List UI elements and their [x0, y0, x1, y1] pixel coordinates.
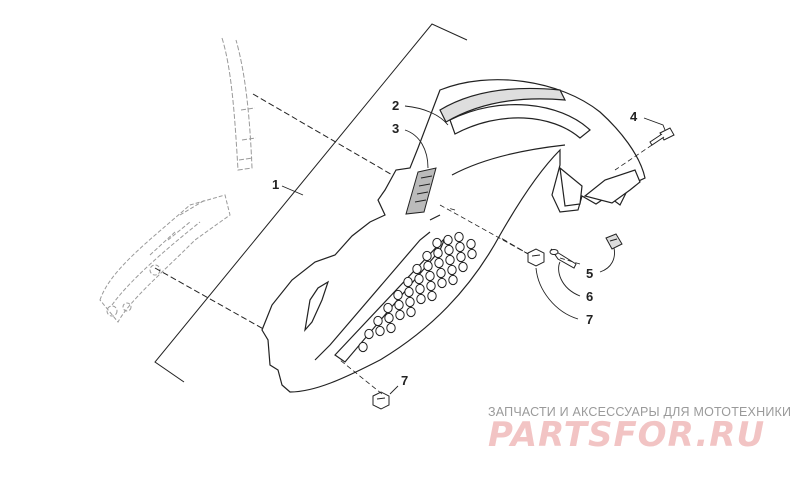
- ventilation-hole: [433, 247, 443, 259]
- watermark-tagline: ЗАПЧАСТИ И АКСЕССУАРЫ ДЛЯ МОТОТЕХНИКИ: [488, 405, 792, 419]
- ventilation-hole: [386, 322, 396, 334]
- ventilation-hole: [426, 280, 436, 292]
- ventilation-hole: [404, 286, 414, 298]
- ventilation-hole: [458, 261, 468, 273]
- ventilation-hole: [427, 290, 437, 302]
- callout-labels: 1 2 3 4 5 6 7 7: [272, 98, 638, 388]
- ventilation-holes: [358, 231, 477, 353]
- ventilation-hole: [434, 257, 444, 269]
- clip-nut: [605, 233, 623, 250]
- bolt-7-lower: [372, 391, 390, 410]
- ventilation-hole: [423, 260, 433, 272]
- ventilation-hole: [437, 277, 447, 289]
- leader-lines: [281, 105, 666, 395]
- ventilation-hole: [432, 237, 442, 249]
- ventilation-hole: [436, 267, 446, 279]
- ventilation-hole: [454, 231, 464, 243]
- ventilation-hole: [455, 241, 465, 253]
- ventilation-hole: [425, 270, 435, 282]
- ventilation-hole: [393, 289, 403, 301]
- ventilation-hole: [415, 283, 425, 295]
- frame-tube-ghost: [221, 37, 257, 171]
- ventilation-hole: [466, 238, 476, 250]
- screw-6: [549, 248, 577, 269]
- ventilation-hole: [467, 248, 477, 260]
- ventilation-hole: [414, 273, 424, 285]
- ventilation-hole: [447, 264, 457, 276]
- ventilation-hole: [445, 254, 455, 266]
- ventilation-hole: [383, 302, 393, 314]
- ventilation-hole: [412, 263, 422, 275]
- ventilation-hole: [416, 293, 426, 305]
- callout-4: 4: [630, 109, 638, 124]
- callout-3: 3: [392, 121, 399, 136]
- ventilation-hole: [375, 325, 385, 337]
- ventilation-hole: [456, 251, 466, 263]
- watermark-brand-logo: PARTSFOR.RU: [488, 415, 766, 455]
- swingarm-ghost: [99, 194, 231, 323]
- ventilation-hole: [373, 315, 383, 327]
- bolt-7-upper: [527, 248, 545, 267]
- callout-7-upper: 7: [586, 312, 593, 327]
- screw-4: [649, 127, 675, 146]
- ventilation-hole: [443, 234, 453, 246]
- callout-2: 2: [392, 98, 399, 113]
- ventilation-hole: [448, 274, 458, 286]
- assembly-lines: [339, 144, 653, 395]
- reflector: [405, 167, 437, 215]
- ventilation-hole: [384, 312, 394, 324]
- ventilation-hole: [406, 306, 416, 318]
- ventilation-hole: [444, 244, 454, 256]
- ventilation-hole: [364, 328, 374, 340]
- callout-5: 5: [586, 266, 593, 281]
- ventilation-hole: [394, 299, 404, 311]
- ventilation-hole: [403, 276, 413, 288]
- ventilation-hole: [405, 296, 415, 308]
- callout-1: 1: [272, 177, 279, 192]
- ventilation-hole: [358, 341, 368, 353]
- ventilation-hole: [395, 309, 405, 321]
- callout-6: 6: [586, 289, 593, 304]
- rear-mudguard: [261, 79, 646, 393]
- callout-7-lower: 7: [401, 373, 408, 388]
- ventilation-hole: [422, 250, 432, 262]
